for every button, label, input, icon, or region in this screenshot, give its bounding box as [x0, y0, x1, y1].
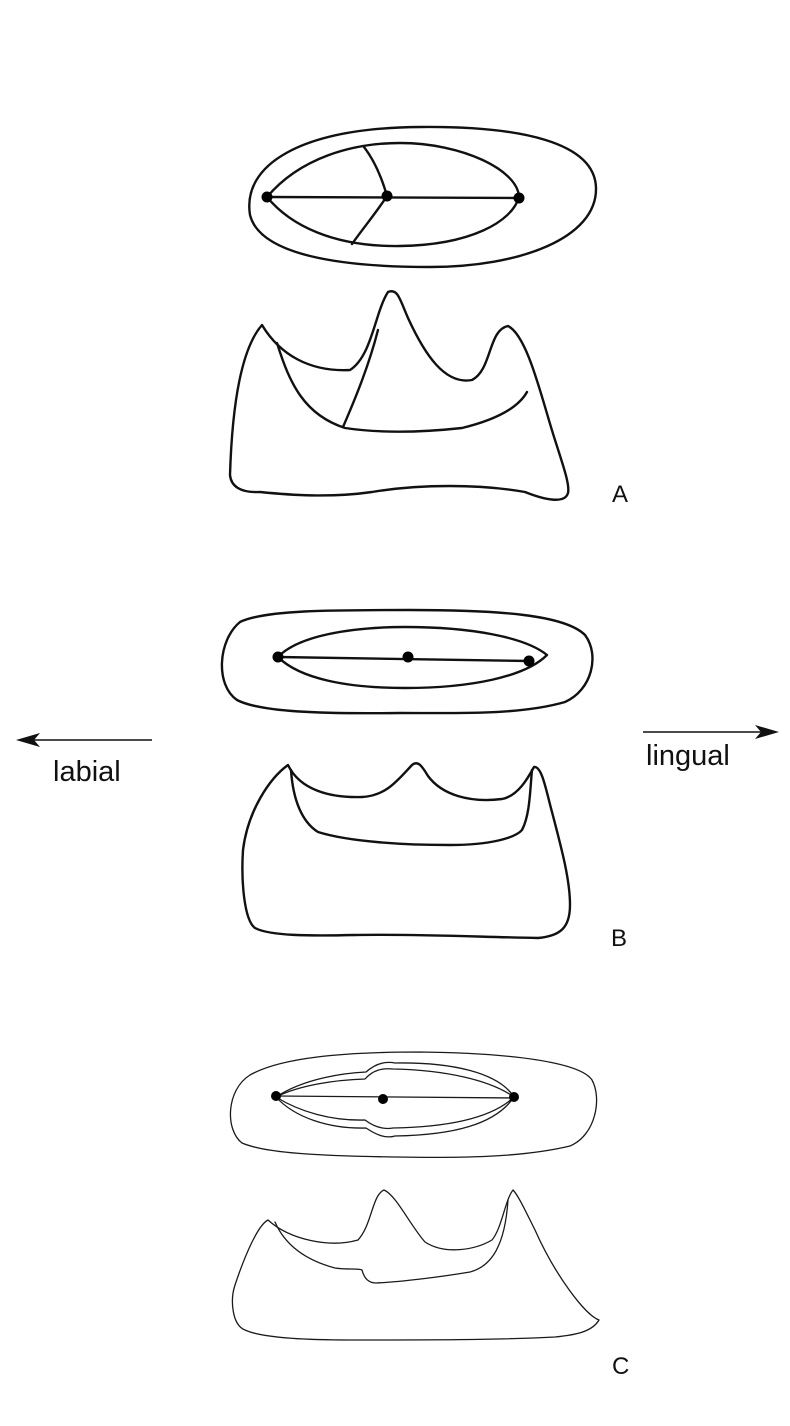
panel-a-cusp-point-lingual: [513, 192, 525, 204]
panel-a: A: [228, 125, 628, 508]
panel-a-occlusal-axis: [265, 195, 521, 200]
panel-b-lateral-outline: [241, 762, 572, 940]
panel-c-cusp-point-middle: [378, 1094, 388, 1104]
panel-c-label: C: [612, 1353, 629, 1380]
panel-a-cusp-point-middle: [381, 190, 393, 202]
panel-a-occlusal-outline: [248, 125, 598, 269]
panel-a-lateral-crest: [341, 328, 380, 429]
panel-c: C: [229, 1051, 629, 1380]
panel-c-cusp-point-labial: [271, 1091, 281, 1101]
labial-arrow-head: [16, 733, 40, 747]
panel-a-occlusal-crest-upper: [362, 145, 389, 198]
panel-a-occlusal-inner-basin: [265, 141, 521, 248]
lingual-indicator: lingual: [643, 725, 779, 772]
panel-b-cusp-point-lingual: [523, 655, 535, 667]
panel-b-cusp-point-middle: [402, 651, 414, 663]
panel-c-occlusal-inner-outer: [275, 1061, 515, 1138]
panel-c-occlusal-outline: [229, 1051, 598, 1159]
panel-c-occlusal-axis: [275, 1095, 515, 1099]
lingual-label: lingual: [646, 740, 730, 772]
panel-a-lateral-basin: [275, 341, 529, 433]
labial-indicator: labial: [16, 733, 152, 788]
panel-a-label: A: [612, 481, 628, 508]
labial-label: labial: [53, 756, 121, 788]
panel-c-cusp-point-lingual: [509, 1092, 519, 1102]
panel-c-lateral-basin: [274, 1199, 509, 1284]
panel-b: B: [220, 608, 627, 952]
panel-b-occlusal-outline: [220, 608, 594, 715]
panel-b-cusp-point-labial: [272, 651, 284, 663]
panel-b-label: B: [611, 925, 627, 952]
panel-a-lateral-outline: [228, 290, 570, 501]
panel-c-lateral-outline: [231, 1189, 600, 1341]
panel-a-occlusal-crest-lower: [350, 194, 389, 246]
lingual-arrow-head: [755, 725, 779, 739]
panel-b-lateral-basin: [289, 768, 534, 847]
panel-a-cusp-point-labial: [261, 191, 273, 203]
panel-b-occlusal-inner-basin: [276, 625, 549, 690]
